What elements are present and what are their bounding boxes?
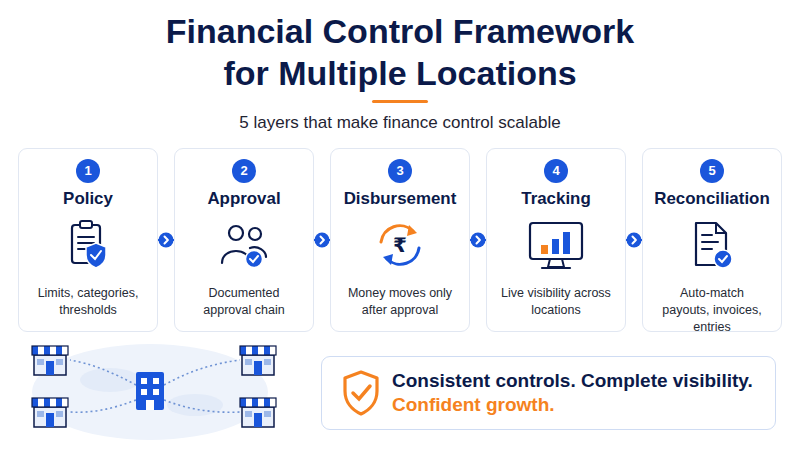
layer-card: ApprovalDocumented approval chain 2	[174, 148, 314, 332]
locations-illustration	[70, 360, 240, 412]
approval-icon	[249, 228, 261, 240]
title: Financial Control Framework for Multiple…	[140, 10, 660, 94]
summary-highlight: Confident growth.	[392, 393, 555, 417]
locations-illustration	[146, 400, 154, 410]
shield-outline	[345, 372, 377, 414]
approval-icon	[250, 256, 258, 262]
currency-symbol: ₹	[385, 233, 415, 257]
tracking-icon	[541, 245, 548, 254]
tracking-icon	[542, 267, 570, 269]
arrow-circle	[471, 233, 486, 248]
arrow-head	[477, 237, 480, 244]
tracking-icon	[548, 259, 564, 267]
arrow-head	[633, 237, 636, 244]
shield-icon	[342, 369, 380, 417]
policy-icon	[72, 221, 106, 268]
tracking-icon	[563, 232, 570, 254]
flow-arrow	[314, 233, 330, 248]
disbursement-icon	[381, 225, 419, 265]
locations-illustration	[32, 398, 68, 427]
layer-heading: Reconciliation	[643, 187, 781, 211]
locations-illustration	[141, 378, 147, 384]
tracking-icon	[530, 223, 582, 259]
arrow-circle	[627, 233, 642, 248]
layer-card: PolicyLimits, categories, thresholds 1	[18, 148, 158, 332]
layer-heading: Policy	[19, 187, 157, 211]
locations-illustration	[141, 389, 147, 395]
layer-heading: Tracking	[487, 187, 625, 211]
locations-illustration	[32, 346, 68, 375]
locations-illustration	[32, 344, 276, 440]
disbursement-icon	[407, 225, 417, 236]
layer-description: Documented approval chain	[187, 285, 301, 319]
reconciliation-icon	[719, 256, 727, 262]
locations-illustration	[80, 368, 140, 392]
approval-icon	[246, 251, 263, 268]
tracking-icon	[530, 223, 582, 268]
locations-illustration	[136, 372, 164, 410]
step-number-text: 4	[544, 159, 568, 183]
layer-description: Limits, categories, thresholds	[31, 285, 145, 319]
layer-card: TrackingLive visibility across locations…	[486, 148, 626, 332]
step-number-text: 2	[232, 159, 256, 183]
locations-illustration	[32, 344, 268, 440]
summary-text: Consistent controls. Complete visibility…	[392, 369, 753, 393]
step-number-text: 5	[700, 159, 724, 183]
reconciliation-icon	[714, 250, 732, 268]
policy-icon	[91, 251, 101, 259]
layer-card: DisbursementMoney moves only after appro…	[330, 148, 470, 332]
flow-arrow	[470, 233, 486, 248]
arrow-head	[321, 237, 324, 244]
layer-heading: Disbursement	[331, 187, 469, 211]
locations-illustration	[153, 378, 159, 384]
layer-card: ReconciliationAuto-match payouts, invoic…	[642, 148, 782, 332]
reconciliation-icon	[696, 223, 732, 268]
summary-banner: Consistent controls. Complete visibility…	[321, 356, 776, 430]
step-number: 1	[76, 159, 100, 183]
layer-description: Live visibility across locations	[499, 285, 613, 319]
layer-heading: Approval	[175, 187, 313, 211]
step-number: 3	[388, 159, 412, 183]
locations-illustration	[240, 398, 276, 427]
step-number-text: 1	[76, 159, 100, 183]
subtitle: 5 layers that make finance control scala…	[0, 112, 800, 134]
locations-illustration	[153, 389, 159, 395]
layer-description: Money moves only after approval	[343, 285, 457, 319]
approval-icon	[229, 226, 243, 240]
title-underline	[372, 100, 428, 103]
arrow-head	[165, 237, 168, 244]
layer-description: Auto-match payouts, invoices, entries	[655, 285, 769, 336]
arrow-circle	[315, 233, 330, 248]
policy-icon	[86, 243, 106, 268]
locations-illustration	[240, 346, 276, 375]
flow-arrow	[158, 233, 174, 248]
reconciliation-icon	[702, 235, 718, 249]
reconciliation-icon	[716, 223, 726, 233]
locations-illustration	[167, 394, 223, 416]
tracking-icon	[552, 239, 559, 254]
flow-arrow	[626, 233, 642, 248]
step-number: 5	[700, 159, 724, 183]
policy-icon	[80, 221, 92, 228]
approval-icon	[222, 226, 266, 268]
shield-check	[353, 386, 370, 399]
step-number-text: 3	[388, 159, 412, 183]
step-number: 2	[232, 159, 256, 183]
step-number: 4	[544, 159, 568, 183]
arrow-circle	[159, 233, 174, 248]
disbursement-icon	[383, 254, 393, 265]
